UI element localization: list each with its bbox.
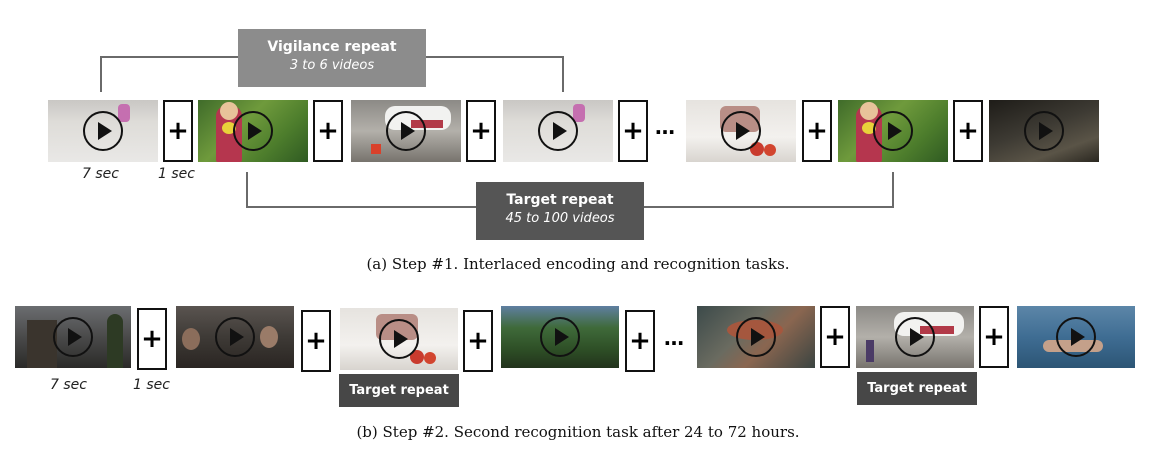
vigilance-bracket-right <box>562 56 564 92</box>
fixation-cross: + <box>163 100 193 162</box>
fixation-cross: + <box>466 100 496 162</box>
video-thumbnail-church <box>15 306 131 368</box>
play-icon <box>873 111 913 151</box>
vigilance-bracket-left <box>100 56 102 92</box>
fixation-duration-label: 1 sec <box>133 377 170 393</box>
caption-step1: (a) Step #1. Interlaced encoding and rec… <box>366 255 790 273</box>
play-icon <box>386 111 426 151</box>
target-repeat-title: Target repeat <box>506 192 614 208</box>
video-thumbnail-cooking-repeat <box>340 308 458 370</box>
video-duration-label: 7 sec <box>82 166 119 182</box>
vigilance-repeat-title: Vigilance repeat <box>267 39 397 55</box>
fixation-cross: + <box>463 310 493 372</box>
ellipsis: … <box>664 326 685 350</box>
video-thumbnail-horse-carriage-repeat <box>856 306 974 368</box>
video-thumbnail-horse-carriage <box>351 100 461 162</box>
video-thumbnail-girl-flowers-repeat <box>838 100 948 162</box>
play-icon <box>895 317 935 357</box>
video-thumbnail-train-passengers <box>176 306 294 368</box>
caption-step2: (b) Step #2. Second recognition task aft… <box>356 423 800 441</box>
video-thumbnail-underwater-crab <box>697 306 815 368</box>
target-bracket-left <box>246 172 248 208</box>
fixation-cross: + <box>313 100 343 162</box>
fixation-cross: + <box>802 100 832 162</box>
fixation-cross: + <box>953 100 983 162</box>
video-thumbnail-yoga-mat <box>1017 306 1135 368</box>
play-icon <box>540 317 580 357</box>
fixation-cross: + <box>979 306 1009 368</box>
ellipsis: … <box>655 115 676 139</box>
fixation-cross: + <box>625 310 655 372</box>
video-duration-label: 7 sec <box>50 377 87 393</box>
fixation-cross: + <box>301 310 331 372</box>
fixation-cross: + <box>137 308 167 370</box>
fixation-cross: + <box>618 100 648 162</box>
play-icon <box>215 317 255 357</box>
play-icon <box>1024 111 1064 151</box>
video-thumbnail-snow-repeat <box>503 100 613 162</box>
target-repeat-label: Target repeat <box>857 372 977 405</box>
play-icon <box>233 111 273 151</box>
target-repeat-subtitle: 45 to 100 videos <box>505 211 615 226</box>
fixation-duration-label: 1 sec <box>158 166 195 182</box>
video-thumbnail-cooking <box>686 100 796 162</box>
play-icon <box>53 317 93 357</box>
play-icon <box>736 317 776 357</box>
target-bracket-right <box>892 172 894 208</box>
play-icon <box>83 111 123 151</box>
target-repeat-box: Target repeat 45 to 100 videos <box>476 182 644 240</box>
play-icon <box>1056 317 1096 357</box>
play-icon <box>538 111 578 151</box>
vigilance-repeat-box: Vigilance repeat 3 to 6 videos <box>238 29 426 87</box>
video-thumbnail-forest-river <box>501 306 619 368</box>
video-thumbnail-girl-flowers <box>198 100 308 162</box>
vigilance-repeat-subtitle: 3 to 6 videos <box>289 58 375 73</box>
play-icon <box>379 319 419 359</box>
video-thumbnail-snow <box>48 100 158 162</box>
fixation-cross: + <box>820 306 850 368</box>
video-thumbnail-forest-dark <box>989 100 1099 162</box>
target-repeat-label: Target repeat <box>339 374 459 407</box>
play-icon <box>721 111 761 151</box>
